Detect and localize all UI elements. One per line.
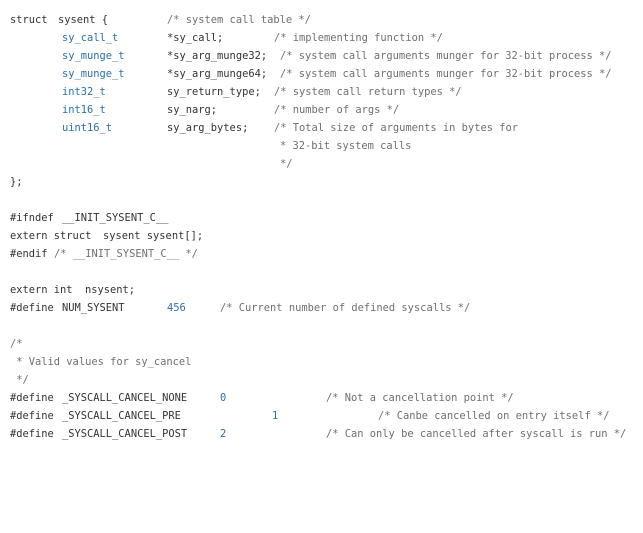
code-line-struct-close: }; — [10, 173, 643, 191]
field-name: sy_arg_bytes; — [167, 122, 249, 134]
code-line-blank — [10, 263, 643, 281]
field-name: sy_narg; — [167, 104, 218, 116]
code-line-comment: */ — [10, 371, 643, 389]
preprocessor: #ifndef — [10, 212, 54, 224]
field-name: sy_return_type; — [167, 86, 261, 98]
code-line-field: sy_call_t *sy_call; /* implementing func… — [10, 29, 643, 47]
code-line-define: #define _SYSCALL_CANCEL_POST 2 /* Can on… — [10, 425, 643, 443]
keyword: extern int — [10, 284, 73, 296]
macro-value: 2 — [220, 428, 227, 440]
code-line-comment: * Valid values for sy_cancel — [10, 353, 643, 371]
comment: /* system call return types */ — [274, 86, 462, 98]
type-name: sy_call_t — [62, 32, 119, 44]
macro-value: 456 — [167, 302, 186, 314]
code-line-struct-open: struct sysent { /* system call table */ — [10, 11, 643, 29]
keyword: extern struct — [10, 230, 92, 242]
code-line-comment: */ — [10, 155, 643, 173]
code-line-field: int32_t sy_return_type; /* system call r… — [10, 83, 643, 101]
preprocessor: #define — [10, 302, 54, 314]
field-name: *sy_call; — [167, 32, 224, 44]
code-line-field: int16_t sy_narg; /* number of args */ — [10, 101, 643, 119]
comment: * Valid values for sy_cancel — [10, 356, 192, 368]
comment: /* system call arguments munger for 32-b… — [280, 68, 612, 80]
comment: /* Not a cancellation point */ — [326, 392, 514, 404]
code-line-blank — [10, 191, 643, 209]
macro-name: _SYSCALL_CANCEL_NONE — [62, 392, 188, 404]
comment: */ — [280, 158, 293, 170]
field-name: *sy_arg_munge64; — [167, 68, 268, 80]
comment: /* Total size of arguments in bytes for — [274, 122, 518, 134]
macro-value: 1 — [272, 410, 279, 422]
preprocessor: #define — [10, 392, 54, 404]
code-line-extern: extern struct sysent sysent[]; — [10, 227, 643, 245]
preprocessor: #define — [10, 428, 54, 440]
comment: /* __INIT_SYSENT_C__ */ — [54, 248, 198, 260]
comment: /* Canbe cancelled on entry itself */ — [378, 410, 610, 422]
comment: /* implementing function */ — [274, 32, 443, 44]
code-line-define: #define _SYSCALL_CANCEL_NONE 0 /* Not a … — [10, 389, 643, 407]
comment: */ — [10, 374, 29, 386]
code-line-endif: #endif /* __INIT_SYSENT_C__ */ — [10, 245, 643, 263]
comment: /* number of args */ — [274, 104, 400, 116]
type-name: sy_munge_t — [62, 68, 125, 80]
code-line-field: sy_munge_t *sy_arg_munge64; /* system ca… — [10, 65, 643, 83]
comment: /* — [10, 338, 23, 350]
code-line-field: sy_munge_t *sy_arg_munge32; /* system ca… — [10, 47, 643, 65]
macro-name: __INIT_SYSENT_C__ — [62, 212, 169, 224]
keyword: struct — [10, 14, 48, 26]
code-line-extern: extern int nsysent; — [10, 281, 643, 299]
macro-name: _SYSCALL_CANCEL_POST — [62, 428, 188, 440]
code-line-ifndef: #ifndef __INIT_SYSENT_C__ — [10, 209, 643, 227]
struct-close: }; — [10, 176, 23, 188]
code-line-comment: /* — [10, 335, 643, 353]
comment: /* Current number of defined syscalls */ — [220, 302, 471, 314]
preprocessor: #define — [10, 410, 54, 422]
field-name: *sy_arg_munge32; — [167, 50, 268, 62]
type-name: int32_t — [62, 86, 106, 98]
type-name: int16_t — [62, 104, 106, 116]
comment: /* system call arguments munger for 32-b… — [280, 50, 612, 62]
declaration: nsysent; — [85, 284, 136, 296]
comment: /* Can only be cancelled after syscall i… — [326, 428, 627, 440]
struct-name: sysent { — [58, 14, 109, 26]
macro-value: 0 — [220, 392, 227, 404]
macro-name: _SYSCALL_CANCEL_PRE — [62, 410, 181, 422]
code-line-comment: * 32-bit system calls — [10, 137, 643, 155]
code-line-field: uint16_t sy_arg_bytes; /* Total size of … — [10, 119, 643, 137]
declaration: sysent sysent[]; — [103, 230, 204, 242]
preprocessor: #endif — [10, 248, 48, 260]
comment: /* system call table */ — [167, 14, 311, 26]
code-line-define: #define NUM_SYSENT 456 /* Current number… — [10, 299, 643, 317]
macro-name: NUM_SYSENT — [62, 302, 125, 314]
type-name: sy_munge_t — [62, 50, 125, 62]
code-block: struct sysent { /* system call table */ … — [10, 11, 643, 443]
code-line-define: #define _SYSCALL_CANCEL_PRE 1 /* Canbe c… — [10, 407, 643, 425]
type-name: uint16_t — [62, 122, 113, 134]
code-line-blank — [10, 317, 643, 335]
comment: * 32-bit system calls — [280, 140, 412, 152]
